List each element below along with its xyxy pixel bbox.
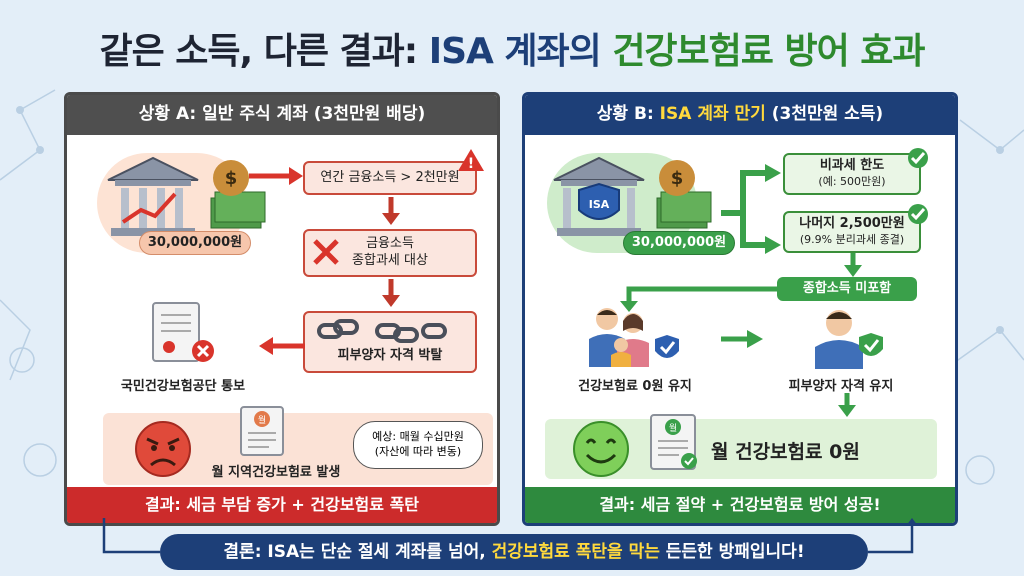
family-icon bbox=[589, 308, 679, 367]
panel-a-amount: 30,000,000원 bbox=[139, 231, 251, 255]
panel-a-regional-label: 월 지역건강보험료 발생 bbox=[211, 465, 341, 480]
check-icon-rest bbox=[908, 204, 928, 224]
panel-b-family-label: 건강보험료 0원 유지 bbox=[578, 379, 692, 394]
conclusion-banner: 결론: ISA는 단순 절세 계좌를 넘어, 건강보험료 폭탄을 막는 든든한 … bbox=[160, 534, 868, 570]
arrow-right-icon bbox=[249, 167, 303, 185]
arrow-down-icon bbox=[382, 197, 400, 225]
isa-bank-icon: ISA $ bbox=[553, 156, 712, 236]
panel-b-taxfree-box: 비과세 한도 (예: 500만원) bbox=[783, 153, 921, 195]
check-icon-taxfree bbox=[908, 148, 928, 168]
svg-text:$: $ bbox=[225, 168, 238, 189]
bubble-line-2: (자산에 따라 변동) bbox=[374, 445, 462, 458]
broken-chain-icon bbox=[317, 319, 447, 343]
title-part-2: ISA 계좌의 bbox=[428, 31, 613, 72]
arrow-down-icon-2 bbox=[382, 279, 400, 307]
warning-icon: ! bbox=[458, 149, 484, 172]
step-tax-line-1: 금융소득 bbox=[366, 236, 414, 252]
panel-b-result-label: 월 건강보험료 0원 bbox=[711, 441, 860, 463]
bubble-line-1: 예상: 매월 수십만원 bbox=[372, 430, 464, 444]
fork-arrows-icon bbox=[721, 164, 781, 254]
panel-a-header: 상황 A: 일반 주식 계좌 (3천만원 배당) bbox=[67, 95, 497, 135]
title-part-1: 같은 소득, 다른 결과: bbox=[99, 31, 429, 72]
panel-situation-b: 상황 B: ISA 계좌 만기 (3천만원 소득) ISA $ 30,000,0… bbox=[522, 92, 958, 526]
arrow-left-icon bbox=[259, 337, 305, 355]
panel-b-amount: 30,000,000원 bbox=[623, 231, 735, 255]
smiley-face-icon bbox=[573, 421, 629, 477]
panel-b-header-pre: 상황 B: bbox=[596, 104, 660, 124]
svg-text:!: ! bbox=[468, 156, 474, 172]
arrow-down-green-icon-2 bbox=[838, 393, 856, 417]
taxfree-line-2: (예: 500만원) bbox=[818, 175, 886, 189]
isa-shield-badge: ISA bbox=[589, 198, 610, 211]
panel-b-footer: 결과: 세금 절약 + 건강보험료 방어 성공! bbox=[525, 487, 955, 523]
notice-document-icon bbox=[152, 302, 214, 362]
panel-b-header-em: ISA 계좌 만기 bbox=[659, 104, 766, 124]
panel-b-header: 상황 B: ISA 계좌 만기 (3천만원 소득) bbox=[525, 95, 955, 135]
panel-a-step-income: 연간 금융소득 > 2천만원 bbox=[303, 161, 477, 195]
conclusion-pre: 결론: ISA는 단순 절세 계좌를 넘어, bbox=[223, 542, 492, 562]
rest-line-1: 나머지 2,500만원 bbox=[799, 216, 905, 232]
panel-a-notice-label: 국민건강보험공단 통보 bbox=[120, 379, 246, 394]
panel-b-not-included: 종합소득 미포함 bbox=[777, 277, 917, 301]
bill-document-icon: 월 bbox=[240, 406, 284, 456]
panel-b-rest-box: 나머지 2,500만원 (9.9% 분리과세 종결) bbox=[783, 211, 921, 253]
zero-bill-doc-mark: 월 bbox=[669, 422, 677, 434]
arrow-down-green-icon bbox=[844, 253, 862, 277]
conclusion-post: 든든한 방패입니다! bbox=[659, 542, 805, 562]
page-title: 같은 소득, 다른 결과: ISA 계좌의 건강보험료 방어 효과 bbox=[0, 22, 1024, 74]
step-tax-line-2: 종합과세 대상 bbox=[352, 253, 428, 268]
panel-a-estimate-bubble: 예상: 매월 수십만원 (자산에 따라 변동) bbox=[353, 421, 483, 469]
person-icon bbox=[815, 310, 883, 369]
conclusion-em: 건강보험료 폭탄을 막는 bbox=[491, 542, 660, 562]
panel-situation-a: 상황 A: 일반 주식 계좌 (3천만원 배당) $ 30,000,000원 연… bbox=[64, 92, 500, 526]
panel-a-footer: 결과: 세금 부담 증가 + 건강보험료 폭탄 bbox=[67, 487, 497, 523]
panel-a-step-lose-dependent: 피부양자 자격 박탈 bbox=[303, 311, 477, 373]
x-mark-icon bbox=[313, 239, 339, 265]
arrow-back-left-icon bbox=[620, 286, 777, 312]
title-part-3: 건강보험료 방어 효과 bbox=[612, 31, 925, 72]
zero-bill-document-icon: 월 bbox=[650, 414, 697, 470]
step-income-text: 연간 금융소득 > 2천만원 bbox=[320, 169, 460, 185]
panel-b-dependent-label: 피부양자 자격 유지 bbox=[788, 379, 894, 394]
step-lose-dependent-text: 피부양자 자격 박탈 bbox=[337, 348, 443, 364]
arrow-right-green-icon bbox=[721, 330, 763, 348]
angry-face-icon bbox=[135, 421, 191, 477]
bill-doc-mark: 월 bbox=[258, 414, 266, 426]
taxfree-line-1: 비과세 한도 bbox=[819, 158, 885, 174]
conclusion-connector-lines bbox=[102, 518, 918, 554]
rest-line-2: (9.9% 분리과세 종결) bbox=[799, 233, 905, 247]
panel-b-header-post: (3천만원 소득) bbox=[765, 104, 884, 124]
svg-text:$: $ bbox=[671, 168, 684, 189]
panel-a-step-comprehensive-tax: 금융소득 종합과세 대상 bbox=[303, 229, 477, 277]
